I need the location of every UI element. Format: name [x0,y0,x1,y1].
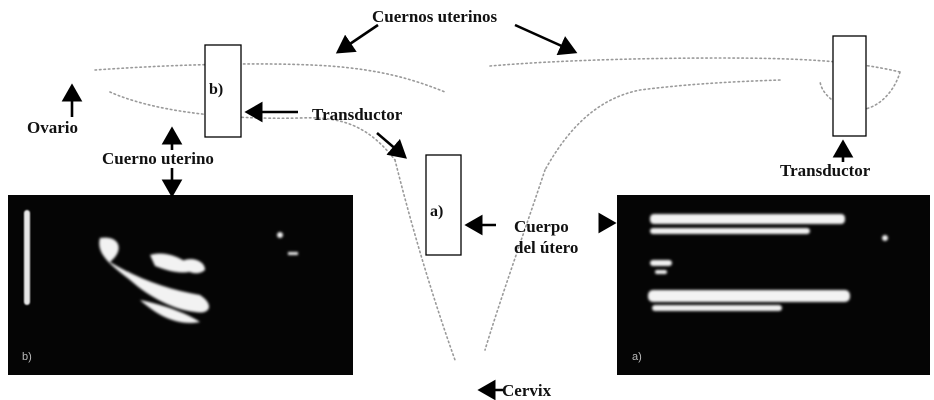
box-a-label: a) [430,203,443,220]
label-cervix: Cervix [502,381,552,400]
label-cuerpo: Cuerpo [514,217,569,236]
ultrasound-image-a: a) [617,195,930,375]
label-ovario: Ovario [27,118,78,137]
scan-b-corner-label: b) [22,351,32,363]
label-cuerno-uterino: Cuerno uterino [102,149,214,168]
label-del-utero: del útero [514,238,578,257]
arrows [61,23,854,400]
scan-a-corner-label: a) [632,351,642,363]
label-transductor-right: Transductor [780,161,871,180]
box-b-label: b) [209,81,223,98]
ultrasound-image-b: b) [8,195,353,375]
label-transductor-center: Transductor [312,105,403,124]
transducer-box-right [832,35,867,137]
transducer-box-b: b) [204,44,242,138]
label-cuernos-uterinos: Cuernos uterinos [372,7,498,26]
transducer-box-a: a) [425,154,462,256]
